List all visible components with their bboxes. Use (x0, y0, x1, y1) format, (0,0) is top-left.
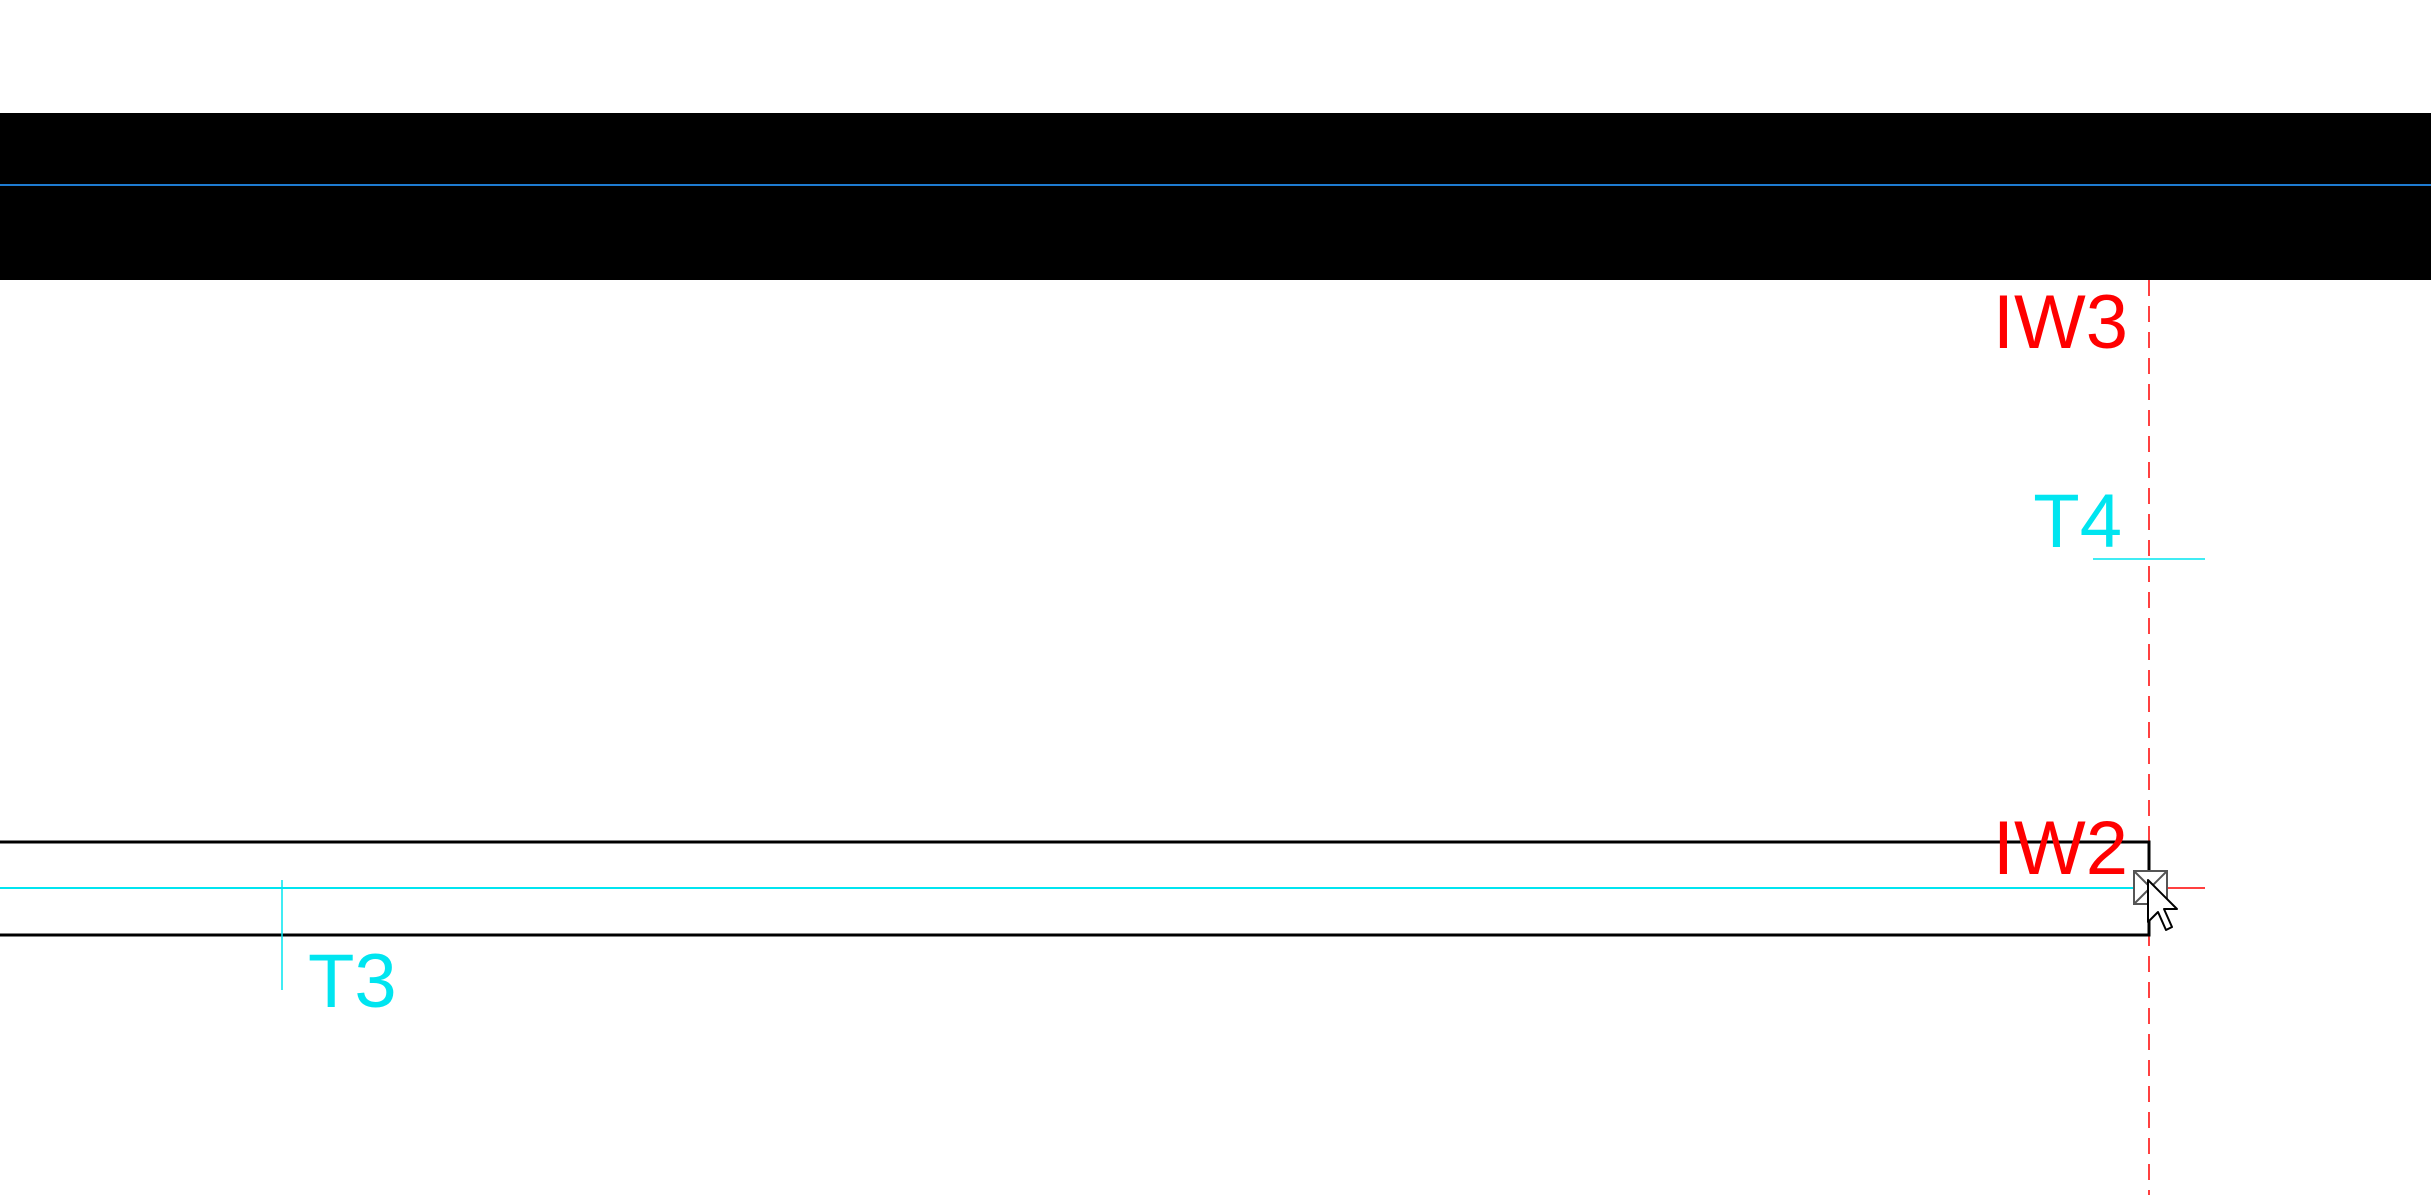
label-t4: T4 (2033, 479, 2122, 564)
top-wall-band[interactable] (0, 113, 2431, 280)
label-iw3: IW3 (1993, 280, 2128, 365)
label-iw2: IW2 (1993, 806, 2128, 891)
label-t3: T3 (308, 939, 397, 1024)
arrow-cursor-icon (2147, 879, 2178, 931)
